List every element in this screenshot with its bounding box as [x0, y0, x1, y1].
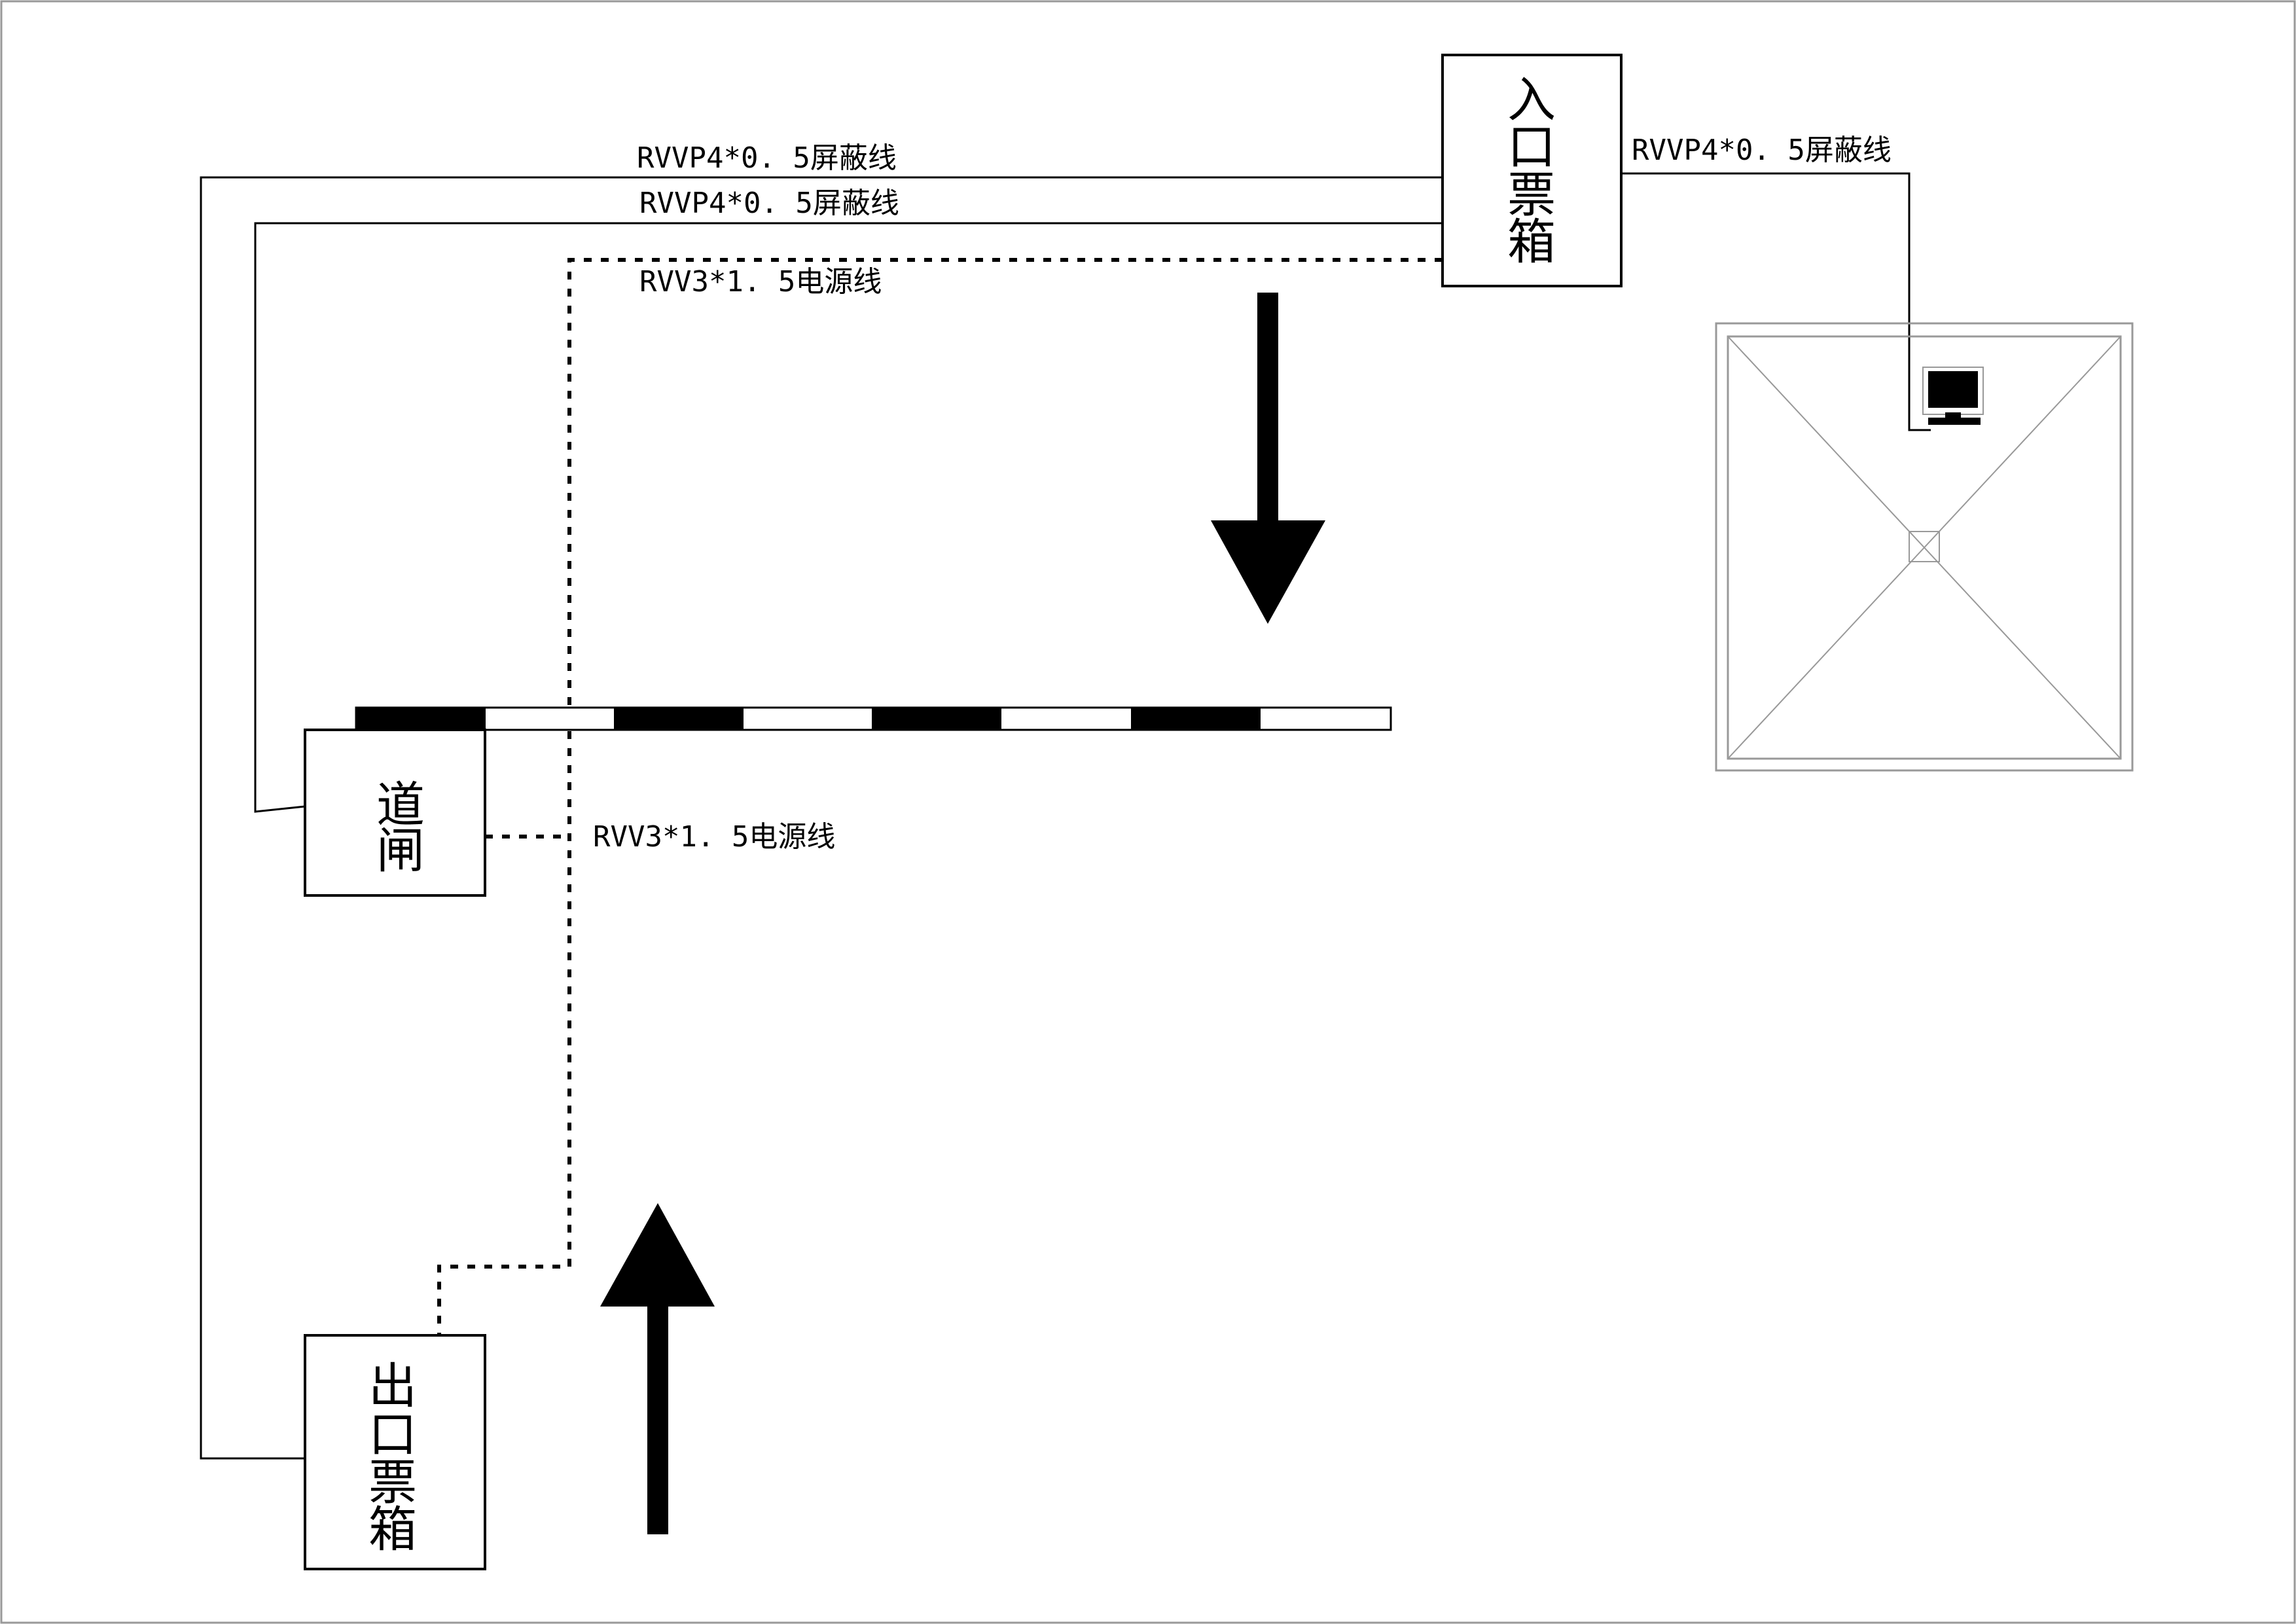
- up-arrow-icon: [600, 1203, 715, 1534]
- signal-cable-gate-to-entry: [254, 222, 1443, 813]
- exit-box-char-1: 出: [368, 1358, 417, 1415]
- exit-box-char-4: 箱: [368, 1502, 417, 1558]
- entry-box-char-3: 票: [1507, 167, 1556, 223]
- gate-box-char-1: 道: [376, 777, 425, 833]
- down-arrow-icon: [1211, 293, 1325, 624]
- gate-box-char-2: 闸: [376, 823, 425, 879]
- signal-cable-entry-to-booth: [1621, 172, 1931, 431]
- exit-box-char-3: 票: [368, 1454, 417, 1511]
- computer-monitor-icon: [1922, 367, 1984, 425]
- entry-ticket-box: 入 口 票 箱: [1441, 54, 1623, 287]
- entry-box-char-4: 箱: [1507, 214, 1556, 270]
- cable-label-power-gate: RVV3*1. 5电源线: [593, 820, 835, 854]
- barrier-gate-box: 道 闸: [304, 729, 486, 897]
- barrier-arm: [355, 706, 1392, 731]
- power-cable-entry: [437, 258, 1443, 1335]
- signal-cable-exit-to-entry: [200, 176, 1443, 1460]
- entry-box-char-1: 入: [1507, 72, 1556, 128]
- exit-ticket-box: 出 口 票 箱: [304, 1334, 486, 1570]
- cable-label-signal-second: RVVP4*0. 5屏蔽线: [639, 187, 899, 220]
- guard-booth: [1715, 322, 2134, 772]
- cable-label-power-entry: RVV3*1. 5电源线: [639, 265, 882, 298]
- cable-label-signal-top: RVVP4*0. 5屏蔽线: [637, 141, 897, 175]
- cable-label-signal-booth: RVVP4*0. 5屏蔽线: [1632, 134, 1892, 167]
- entry-box-char-2: 口: [1507, 119, 1556, 175]
- exit-box-char-2: 口: [368, 1407, 417, 1463]
